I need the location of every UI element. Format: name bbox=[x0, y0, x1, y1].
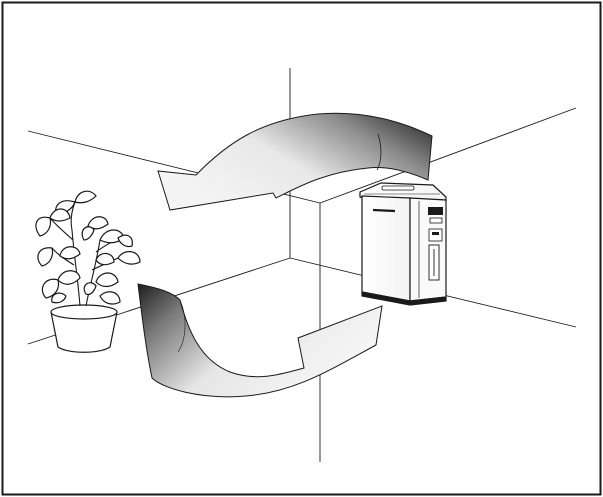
air-purifier-icon bbox=[359, 182, 447, 306]
ceiling-line-right bbox=[319, 107, 577, 204]
potted-plant-icon bbox=[35, 190, 141, 353]
return-airflow-arrow bbox=[157, 112, 433, 211]
outgoing-airflow-arrow bbox=[137, 283, 383, 398]
